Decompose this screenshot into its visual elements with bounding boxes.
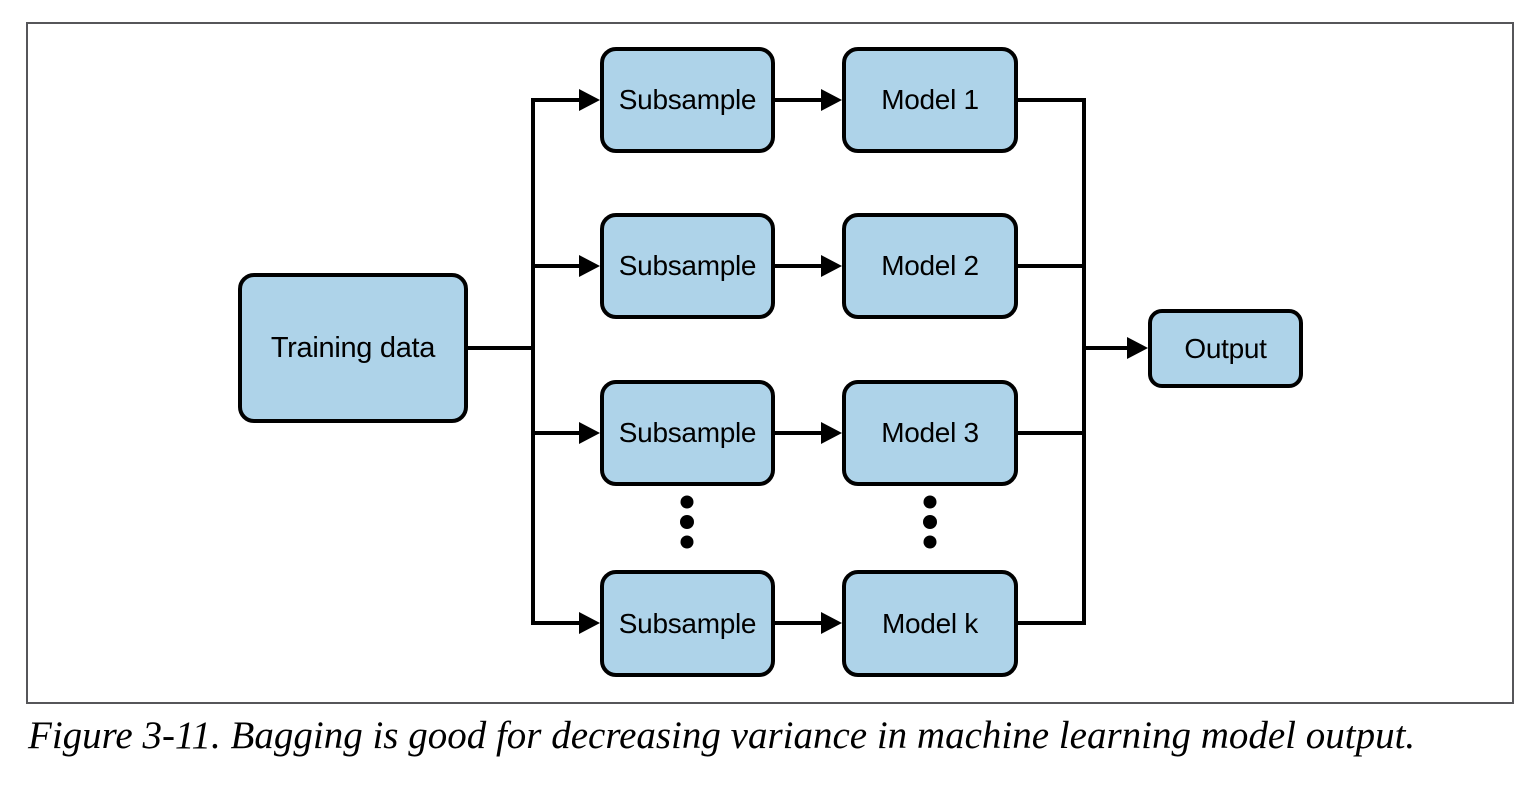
node-model-2: Model 2 [842, 213, 1018, 319]
node-training-data-label: Training data [270, 331, 436, 364]
node-model-1-label: Model 1 [881, 84, 979, 115]
node-subsample-4-label: Subsample [618, 607, 757, 639]
node-model-k: Model k [842, 570, 1018, 677]
node-subsample-4: Subsample [600, 570, 775, 677]
node-training-data: Training data [238, 273, 468, 423]
node-model-2-label: Model 2 [881, 250, 979, 281]
node-model-3: Model 3 [842, 380, 1018, 486]
node-output: Output [1148, 309, 1303, 388]
node-subsample-3: Subsample [600, 380, 775, 486]
node-model-3-label: Model 3 [881, 417, 979, 448]
node-output-label: Output [1184, 332, 1267, 364]
figure-caption: Figure 3-11. Bagging is good for decreas… [28, 714, 1416, 757]
node-model-1: Model 1 [842, 47, 1018, 153]
node-subsample-1-label: Subsample [618, 84, 757, 115]
figure-border-frame [26, 22, 1514, 704]
node-model-k-label: Model k [882, 607, 978, 639]
node-subsample-1: Subsample [600, 47, 775, 153]
node-subsample-2-label: Subsample [618, 250, 757, 281]
node-subsample-3-label: Subsample [618, 417, 757, 448]
node-subsample-2: Subsample [600, 213, 775, 319]
